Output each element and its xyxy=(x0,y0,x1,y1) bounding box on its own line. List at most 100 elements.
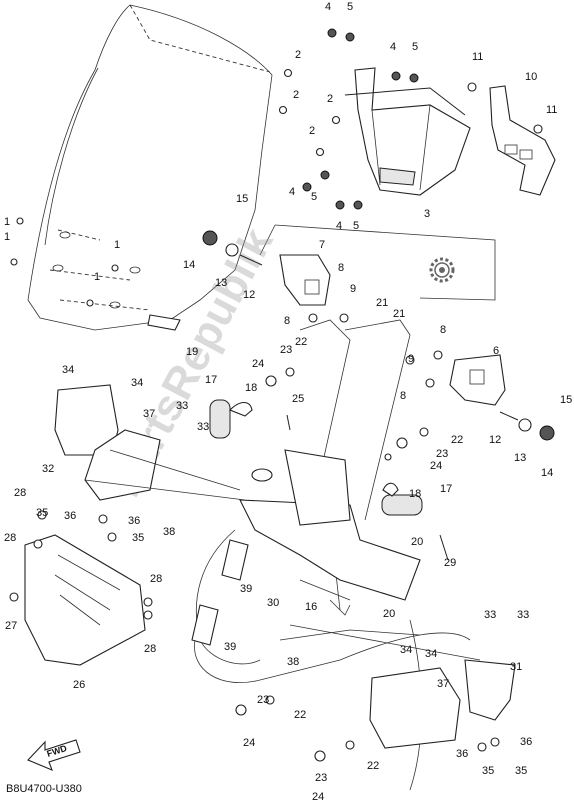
knob-right xyxy=(499,411,555,441)
callout-1: 1 xyxy=(4,231,10,243)
callout-37: 37 xyxy=(437,678,449,690)
callout-23: 23 xyxy=(257,694,269,706)
callout-22: 22 xyxy=(367,760,379,772)
callout-26: 26 xyxy=(73,679,85,691)
callout-22: 22 xyxy=(451,434,463,446)
callout-4: 4 xyxy=(325,1,331,13)
callout-20: 20 xyxy=(383,608,395,620)
front-stay xyxy=(239,319,421,616)
callout-24: 24 xyxy=(312,791,324,800)
callout-3: 3 xyxy=(424,208,430,220)
callout-12: 12 xyxy=(489,434,501,446)
callout-28: 28 xyxy=(14,487,26,499)
callout-14: 14 xyxy=(183,259,195,271)
callout-15: 15 xyxy=(560,394,572,406)
cables xyxy=(191,529,471,791)
stay-bracket xyxy=(489,85,556,196)
callout-35: 35 xyxy=(132,532,144,544)
callout-31: 31 xyxy=(510,661,522,673)
callout-1: 1 xyxy=(4,216,10,228)
callout-21: 21 xyxy=(393,308,405,320)
callout-36: 36 xyxy=(64,510,76,522)
callout-4: 4 xyxy=(289,186,295,198)
callout-38: 38 xyxy=(163,526,175,538)
callout-8: 8 xyxy=(440,324,446,336)
callout-38: 38 xyxy=(287,656,299,668)
callout-28: 28 xyxy=(4,532,16,544)
callout-12: 12 xyxy=(243,289,255,301)
callout-33: 33 xyxy=(484,609,496,621)
callout-17: 17 xyxy=(440,483,452,495)
callout-8: 8 xyxy=(400,390,406,402)
callout-8: 8 xyxy=(338,262,344,274)
callout-10: 10 xyxy=(525,71,537,83)
callout-2: 2 xyxy=(327,93,333,105)
callout-34: 34 xyxy=(131,377,143,389)
callout-39: 39 xyxy=(240,583,252,595)
gear-logo-icon xyxy=(429,257,455,283)
callout-35: 35 xyxy=(515,765,527,777)
callout-30: 30 xyxy=(267,597,279,609)
callout-37: 37 xyxy=(143,408,155,420)
callout-14: 14 xyxy=(541,467,553,479)
callout-34: 34 xyxy=(400,644,412,656)
callout-8: 8 xyxy=(284,315,290,327)
callout-5: 5 xyxy=(347,1,353,13)
mount-plate xyxy=(259,224,496,306)
callout-1: 1 xyxy=(94,271,100,283)
right-plate xyxy=(449,354,506,406)
callout-18: 18 xyxy=(245,382,257,394)
callout-23: 23 xyxy=(436,448,448,460)
callout-20: 20 xyxy=(411,536,423,548)
right-cover xyxy=(289,624,516,749)
callout-33: 33 xyxy=(517,609,529,621)
callout-24: 24 xyxy=(252,358,264,370)
callout-36: 36 xyxy=(456,748,468,760)
callout-23: 23 xyxy=(315,772,327,784)
meter-bracket xyxy=(344,67,471,196)
callout-5: 5 xyxy=(311,191,317,203)
callout-22: 22 xyxy=(295,336,307,348)
callout-29: 29 xyxy=(444,557,456,569)
callout-13: 13 xyxy=(215,277,227,289)
diagram-code: B8U4700-U380 xyxy=(6,783,82,795)
callout-33: 33 xyxy=(197,421,209,433)
windshield xyxy=(27,4,273,331)
callout-36: 36 xyxy=(128,515,140,527)
callout-9: 9 xyxy=(408,353,414,365)
callout-17: 17 xyxy=(205,374,217,386)
callout-11: 11 xyxy=(472,51,483,63)
callout-9: 9 xyxy=(350,283,356,295)
callout-16: 16 xyxy=(305,601,317,613)
callout-4: 4 xyxy=(336,220,342,232)
callout-36: 36 xyxy=(520,736,532,748)
callout-21: 21 xyxy=(376,297,388,309)
callout-1: 1 xyxy=(114,239,120,251)
callout-19: 19 xyxy=(186,346,198,358)
callout-2: 2 xyxy=(293,89,299,101)
callout-2: 2 xyxy=(309,125,315,137)
callout-15: 15 xyxy=(236,193,248,205)
callout-11: 11 xyxy=(546,104,557,116)
callout-5: 5 xyxy=(353,220,359,232)
callout-27: 27 xyxy=(5,620,17,632)
callout-2: 2 xyxy=(295,49,301,61)
callout-24: 24 xyxy=(243,737,255,749)
callout-39: 39 xyxy=(224,641,236,653)
fasteners xyxy=(9,28,543,762)
left-cover xyxy=(24,384,246,666)
callout-4: 4 xyxy=(390,41,396,53)
callout-28: 28 xyxy=(150,573,162,585)
callout-28: 28 xyxy=(144,643,156,655)
callout-25: 25 xyxy=(292,393,304,405)
callout-22: 22 xyxy=(294,709,306,721)
callout-6: 6 xyxy=(493,345,499,357)
fwd-arrow-icon: FWD xyxy=(27,739,81,771)
callout-32: 32 xyxy=(42,463,54,475)
callout-23: 23 xyxy=(280,344,292,356)
knob-left xyxy=(202,230,263,266)
callout-5: 5 xyxy=(412,41,418,53)
callout-35: 35 xyxy=(36,507,48,519)
